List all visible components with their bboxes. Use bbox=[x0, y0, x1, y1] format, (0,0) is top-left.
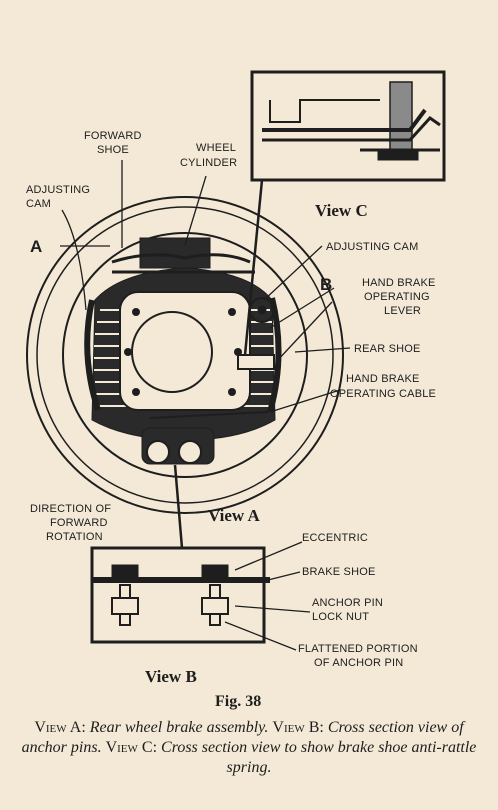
label-adjusting-cam-left-1: ADJUSTING bbox=[26, 184, 90, 196]
label-hand-brake-cable-1: HAND BRAKE bbox=[346, 373, 420, 385]
label-rear-shoe: REAR SHOE bbox=[354, 343, 421, 355]
label-hand-brake-lever-1: HAND BRAKE bbox=[362, 277, 436, 289]
figure-number: Fig. 38 bbox=[215, 693, 261, 710]
label-eccentric: ECCENTRIC bbox=[302, 532, 368, 544]
label-hand-brake-lever-3: LEVER bbox=[384, 305, 421, 317]
label-hand-brake-cable-2: OPERATING CABLE bbox=[330, 388, 436, 400]
label-letter-b: B bbox=[320, 275, 332, 294]
figure-caption: View A: Rear wheel brake assembly. View … bbox=[20, 718, 478, 778]
label-direction-2: FORWARD bbox=[50, 517, 108, 529]
label-adjusting-cam-left-2: CAM bbox=[26, 198, 51, 210]
label-anchor-pin-nut-2: LOCK NUT bbox=[312, 611, 369, 623]
view-b-inset bbox=[90, 546, 270, 644]
label-wheel-cylinder-1: WHEEL bbox=[196, 142, 236, 154]
label-adjusting-cam-right: ADJUSTING CAM bbox=[326, 241, 418, 253]
label-direction-3: ROTATION bbox=[46, 531, 103, 543]
view-c-title: View C bbox=[315, 201, 368, 220]
caption-view-a-text: Rear wheel brake assembly. bbox=[89, 719, 269, 736]
caption-view-c-text: Cross section view to show brake shoe an… bbox=[161, 739, 477, 776]
label-forward-shoe-2: SHOE bbox=[97, 144, 129, 156]
label-flattened-2: OF ANCHOR PIN bbox=[314, 657, 403, 669]
caption-view-c-label: View C: bbox=[105, 739, 158, 756]
label-direction-1: DIRECTION OF bbox=[30, 503, 111, 515]
caption-view-a-label: View A: bbox=[34, 719, 86, 736]
leader-lines bbox=[60, 160, 351, 651]
label-letter-a: A bbox=[30, 237, 42, 256]
label-anchor-pin-nut-1: ANCHOR PIN bbox=[312, 597, 383, 609]
label-flattened-1: FLATTENED PORTION bbox=[298, 643, 418, 655]
caption-view-b-text: Cross section view of anchor pins. bbox=[21, 719, 464, 756]
brake-assembly-drawing bbox=[26, 196, 344, 514]
caption-view-b-label: View B: bbox=[272, 719, 324, 736]
label-forward-shoe-1: FORWARD bbox=[84, 130, 142, 142]
view-c-inset bbox=[250, 70, 446, 182]
view-a-title: View A bbox=[208, 506, 261, 525]
label-brake-shoe: BRAKE SHOE bbox=[302, 566, 376, 578]
view-b-title: View B bbox=[145, 667, 197, 686]
label-hand-brake-lever-2: OPERATING bbox=[364, 291, 430, 303]
label-wheel-cylinder-2: CYLINDER bbox=[180, 157, 237, 169]
